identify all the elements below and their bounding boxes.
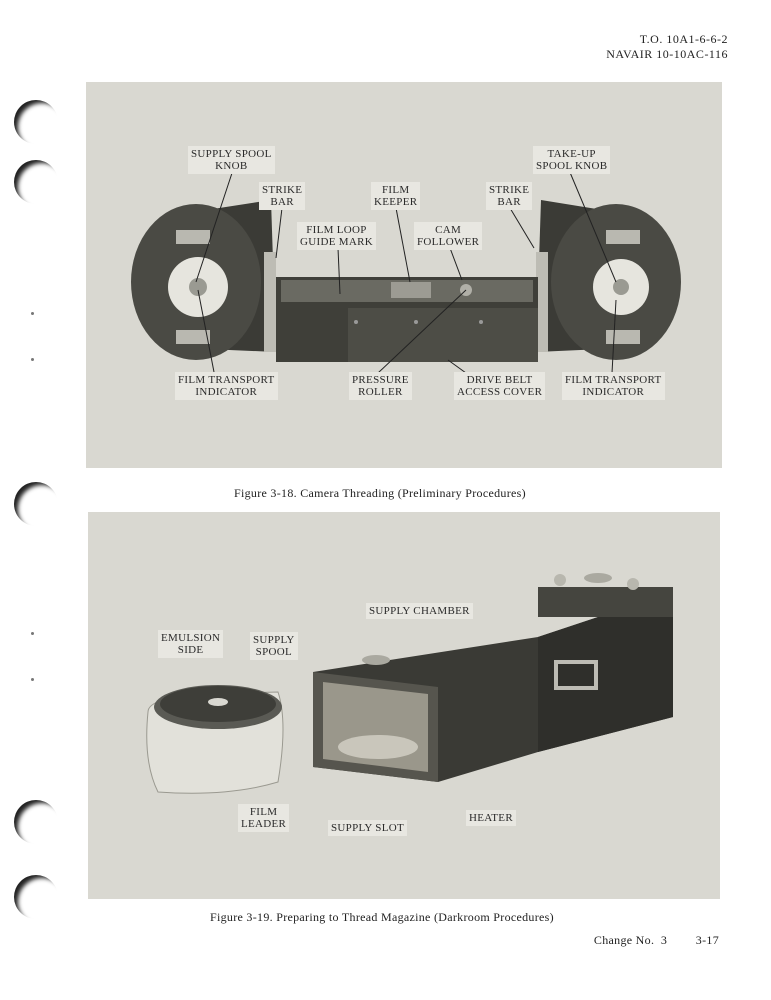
label-text: FILM TRANSPORT INDICATOR	[178, 374, 275, 398]
binder-hole	[14, 800, 58, 844]
page-footer: Change No. 3 3-17	[594, 933, 719, 948]
margin-mark	[31, 678, 34, 681]
binder-hole	[14, 875, 58, 919]
binder-hole	[14, 482, 58, 526]
label-text: TAKE-UP SPOOL KNOB	[536, 148, 608, 172]
navair-number: NAVAIR 10-10AC-116	[606, 47, 728, 61]
label-cam-follower: CAM FOLLOWER	[414, 222, 483, 250]
label-supply-slot: SUPPLY SLOT	[328, 820, 408, 836]
label-text: DRIVE BELT ACCESS COVER	[457, 374, 543, 398]
label-text: FILM KEEPER	[374, 184, 418, 208]
label-text: STRIKE BAR	[262, 184, 303, 208]
label-supply-spool: SUPPLY SPOOL	[250, 632, 298, 660]
change-label: Change No.	[593, 933, 655, 947]
label-heater: HEATER	[466, 810, 516, 826]
document-header: T.O. 10A1-6-6-2 NAVAIR 10-10AC-116	[606, 32, 728, 62]
label-text: PRESSURE ROLLER	[352, 374, 409, 398]
label-film-transport-indicator-right: FILM TRANSPORT INDICATOR	[562, 372, 665, 400]
binder-hole	[14, 160, 58, 204]
margin-mark	[31, 632, 34, 635]
label-emulsion-side: EMULSION SIDE	[158, 630, 224, 658]
to-number: T.O. 10A1-6-6-2	[639, 32, 728, 46]
margin-mark	[31, 312, 34, 315]
label-text: SUPPLY SLOT	[331, 822, 405, 834]
label-film-transport-indicator-left: FILM TRANSPORT INDICATOR	[175, 372, 278, 400]
label-text: FILM LEADER	[241, 806, 287, 830]
margin-mark	[31, 358, 34, 361]
label-film-loop-guide-mark: FILM LOOP GUIDE MARK	[297, 222, 376, 250]
label-text: STRIKE BAR	[489, 184, 530, 208]
figure-3-19-caption: Figure 3-19. Preparing to Thread Magazin…	[210, 910, 554, 924]
magazine-threading-photo	[88, 512, 720, 899]
label-text: SUPPLY SPOOL KNOB	[191, 148, 272, 172]
change-number: 3	[660, 933, 668, 947]
binder-hole	[14, 100, 58, 144]
label-film-keeper: FILM KEEPER	[371, 182, 421, 210]
label-text: EMULSION SIDE	[161, 632, 221, 656]
label-strike-bar-left: STRIKE BAR	[259, 182, 306, 210]
label-text: FILM TRANSPORT INDICATOR	[565, 374, 662, 398]
label-text: FILM LOOP GUIDE MARK	[300, 224, 373, 248]
label-text: SUPPLY SPOOL	[253, 634, 295, 658]
figure-3-18-caption: Figure 3-18. Camera Threading (Prelimina…	[234, 486, 526, 500]
label-text: SUPPLY CHAMBER	[369, 605, 470, 617]
label-text: CAM FOLLOWER	[417, 224, 480, 248]
label-supply-chamber: SUPPLY CHAMBER	[366, 603, 473, 619]
label-pressure-roller: PRESSURE ROLLER	[349, 372, 412, 400]
label-drive-belt-access-cover: DRIVE BELT ACCESS COVER	[454, 372, 546, 400]
page-number: 3-17	[695, 933, 719, 947]
label-film-leader: FILM LEADER	[238, 804, 290, 832]
label-strike-bar-right: STRIKE BAR	[486, 182, 533, 210]
label-take-up-spool-knob: TAKE-UP SPOOL KNOB	[533, 146, 611, 174]
magazine-illustration	[146, 573, 673, 794]
label-supply-spool-knob: SUPPLY SPOOL KNOB	[188, 146, 275, 174]
label-text: HEATER	[469, 812, 513, 824]
